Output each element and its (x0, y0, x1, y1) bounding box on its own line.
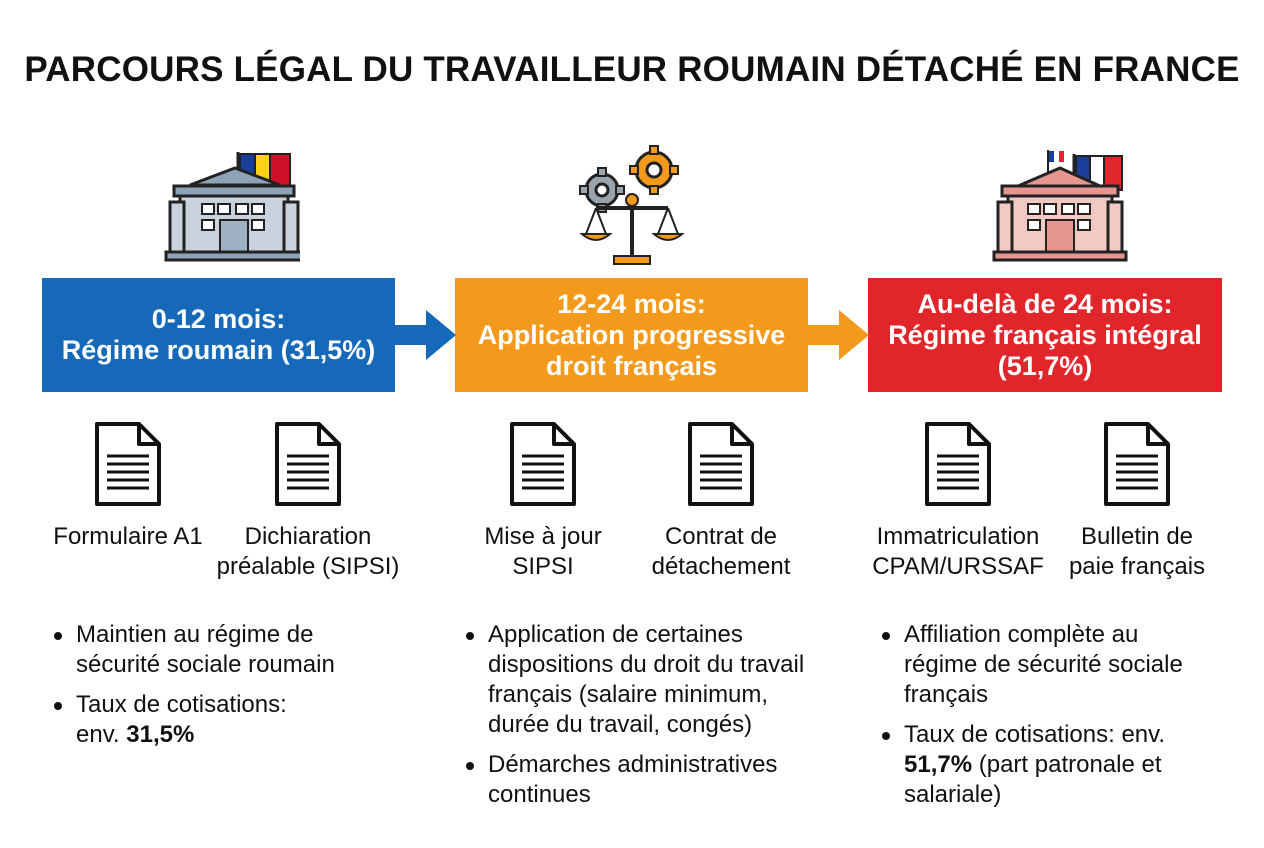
document-item: Immatriculation CPAM/URSSAF (858, 420, 1058, 582)
doc-label-line: SIPSI (512, 553, 574, 580)
document-icon (510, 422, 576, 506)
list-item: Application de certaines dispositions du… (460, 620, 840, 740)
bullet-line: salariale) (904, 781, 1002, 808)
doc-label-line: Dichiaration (244, 523, 372, 550)
doc-label-line: Bulletin de (1080, 523, 1194, 550)
bullet-text: env. (76, 721, 127, 748)
bullet-bold-value: 31,5% (126, 721, 195, 748)
list-item: Maintien au régime de sécurité sociale r… (48, 620, 408, 680)
stage-label-line: Régime français intégral (888, 319, 1202, 350)
stage-label-line: Application progressive (477, 319, 786, 350)
document-icon (688, 422, 754, 506)
building-romania-flag-icon (160, 150, 304, 270)
stage-box-12-24: 12-24 mois: Application progressive droi… (455, 278, 808, 392)
stage-box-24-plus: Au-delà de 24 mois: Régime français inté… (868, 278, 1222, 392)
doc-label-line: préalable (SIPSI) (216, 553, 400, 580)
arrow-right-icon (394, 306, 458, 369)
bullet-line: sécurité sociale roumain (76, 651, 335, 678)
list-item: Taux de cotisations: env. 51,7% (part pa… (876, 720, 1236, 810)
bullet-line: français (904, 681, 989, 708)
document-item: Formulaire A1 (28, 420, 228, 552)
list-item: Démarches administratives continues (460, 750, 840, 810)
bullet-line: durée du travail, congés) (488, 711, 753, 738)
bullet-line: dispositions du droit du travail (488, 651, 805, 678)
bullet-bold-value: 51,7% (904, 751, 973, 778)
doc-label-line: Formulaire A1 (53, 523, 203, 550)
document-icon (1104, 422, 1170, 506)
page-title: PARCOURS LÉGAL DU TRAVAILLEUR ROUMAIN DÉ… (24, 50, 1240, 89)
scales-gears-icon (572, 142, 692, 273)
arrow-right-icon (807, 306, 871, 369)
bullet-list: Maintien au régime de sécurité sociale r… (48, 620, 408, 760)
bullet-line: Maintien au régime de (76, 621, 314, 648)
bullet-line: régime de sécurité sociale (904, 651, 1183, 678)
stage-label-line: (51,7%) (997, 350, 1093, 381)
doc-label-line: Mise à jour (484, 523, 602, 550)
stage-label-line: Régime roumain (31,5%) (61, 335, 376, 365)
building-france-flag-icon (990, 148, 1130, 269)
stage-label-line: 0-12 mois: (151, 304, 286, 334)
document-item: Bulletin de paie français (1037, 420, 1237, 582)
stage-label-line: 12-24 mois: (557, 288, 706, 319)
bullet-line: Affiliation complète au (904, 621, 1139, 648)
stage-label-line: Au-delà de 24 mois: (917, 288, 1173, 319)
bullet-list: Application de certaines dispositions du… (460, 620, 840, 820)
bullet-line: Application de certaines (488, 621, 743, 648)
document-item: Dichiaration préalable (SIPSI) (208, 420, 408, 582)
list-item: Affiliation complète au régime de sécuri… (876, 620, 1236, 710)
stage-label-line: droit français (545, 350, 718, 381)
bullet-line-wrap: 51,7% (part patronale et (904, 750, 1236, 780)
bullet-line: Démarches administratives (488, 751, 778, 778)
bullet-line: Taux de cotisations: (76, 691, 287, 718)
bullet-line: Taux de cotisations: env. (904, 721, 1166, 748)
list-item: Taux de cotisations: env. 31,5% (48, 690, 408, 750)
doc-label-line: détachement (651, 553, 791, 580)
document-icon (95, 422, 161, 506)
document-icon (925, 422, 991, 506)
doc-label-line: Immatriculation (876, 523, 1040, 550)
document-icon (275, 422, 341, 506)
bullet-line-wrap: env. 31,5% (76, 720, 408, 750)
doc-label-line: Contrat de (664, 523, 778, 550)
bullet-line: continues (488, 781, 591, 808)
document-item: Mise à jour SIPSI (443, 420, 643, 582)
document-item: Contrat de détachement (621, 420, 821, 582)
doc-label-line: CPAM/URSSAF (872, 553, 1044, 580)
doc-label-line: paie français (1068, 553, 1206, 580)
bullet-text: (part patronale et (972, 751, 1162, 778)
bullet-list: Affiliation complète au régime de sécuri… (876, 620, 1236, 820)
stage-box-0-12: 0-12 mois: Régime roumain (31,5%) (42, 278, 395, 392)
bullet-line: français (salaire minimum, (488, 681, 769, 708)
